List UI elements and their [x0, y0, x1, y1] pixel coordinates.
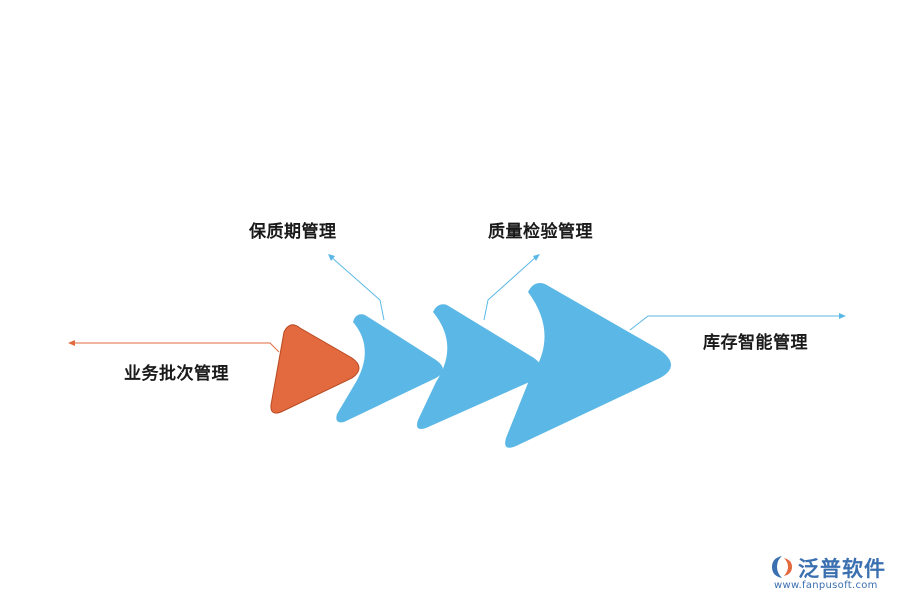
callout-line-business-batch — [72, 342, 280, 353]
brand-logo-block: 泛普软件 www.fanpusoft.com — [764, 552, 894, 598]
arrowhead-left — [68, 340, 75, 346]
fanpu-logo-icon — [772, 556, 792, 578]
arrowhead-right — [839, 313, 846, 319]
label-business-batch: 业务批次管理 — [124, 364, 229, 384]
chevron-smart-inventory — [505, 283, 671, 448]
label-shelf-life: 保质期管理 — [249, 222, 337, 242]
label-smart-inventory: 库存智能管理 — [703, 333, 808, 353]
callout-line-shelf-life — [329, 255, 385, 321]
chevron-quality-inspection — [417, 304, 542, 429]
brand-url: www.fanpusoft.com — [774, 580, 878, 591]
triangle-business-batch — [270, 324, 360, 414]
label-quality-inspection: 质量检验管理 — [488, 222, 593, 242]
callout-line-smart — [629, 315, 842, 331]
brand-name: 泛普软件 — [798, 557, 886, 581]
arrowhead-shelf-life — [328, 254, 335, 261]
arrowhead-quality — [533, 254, 540, 261]
callout-line-quality — [483, 255, 538, 321]
chevron-shelf-life — [336, 314, 443, 423]
